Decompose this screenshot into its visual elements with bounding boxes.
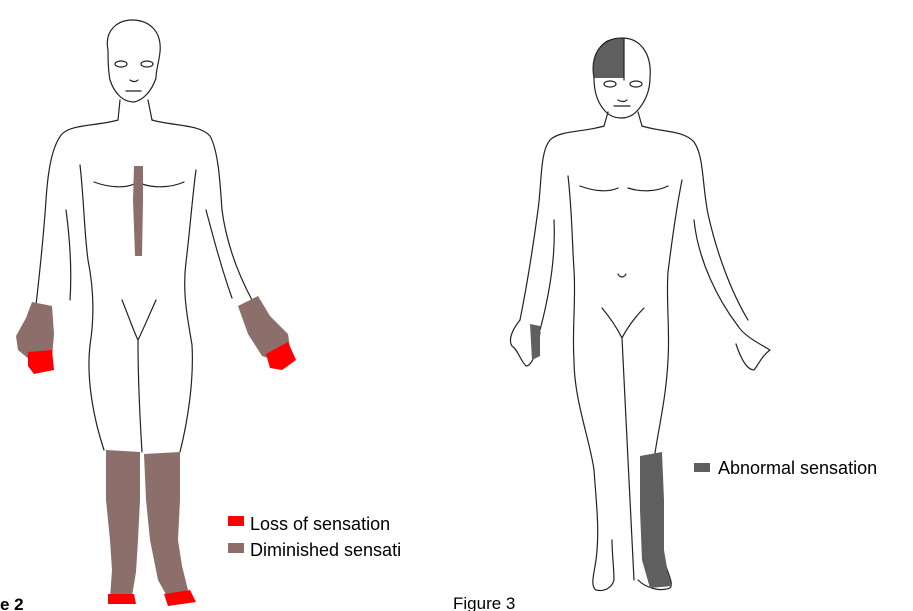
figure-2-arms-inner xyxy=(66,210,232,300)
figure-3-left-foot xyxy=(593,540,614,591)
figure-3-right-hand xyxy=(736,326,770,370)
figure-3-leg-abnormal xyxy=(640,452,672,588)
figure-3-leg-split xyxy=(622,338,634,580)
legend-swatch-diminished xyxy=(228,543,244,553)
figure-2-caption: e 2 xyxy=(0,595,24,611)
figure-2-torso xyxy=(36,120,252,452)
figure-2-body xyxy=(36,20,252,452)
figure-2-neck xyxy=(118,100,152,120)
figure-3-head-shading-left xyxy=(594,38,624,78)
figure-3-hand-abnormal xyxy=(530,324,540,360)
figure-2-legend: Loss of sensation Diminished sensati xyxy=(228,514,401,560)
figure-3-chest xyxy=(580,186,668,191)
figure-3-eye-right xyxy=(630,81,642,87)
figure-3-legend: Abnormal sensation xyxy=(694,458,877,478)
figure-3-eye-left xyxy=(604,81,616,87)
figure-2-left-leg-diminished xyxy=(106,450,140,598)
figure-3-mouth xyxy=(614,100,630,106)
figure-2-leg-split xyxy=(138,340,142,452)
legend-label-abnormal: Abnormal sensation xyxy=(718,458,877,478)
figure-3-caption: Figure 3 xyxy=(453,594,515,611)
figure-2-left-foot-loss xyxy=(108,594,136,604)
figure-2-head xyxy=(107,20,160,102)
figure-3-neck xyxy=(604,112,642,126)
legend-swatch-loss xyxy=(228,516,244,526)
legend-label-diminished: Diminished sensati xyxy=(250,540,401,560)
legend-label-loss: Loss of sensation xyxy=(250,514,390,534)
figure-3-torso xyxy=(520,126,748,560)
legend-swatch-abnormal xyxy=(694,463,710,472)
figure-2-left-fingers-loss xyxy=(28,350,54,374)
figure-2-sternum-diminished xyxy=(133,166,143,256)
figure-3-navel xyxy=(618,274,626,277)
figure-2-right-leg-diminished xyxy=(144,452,188,598)
